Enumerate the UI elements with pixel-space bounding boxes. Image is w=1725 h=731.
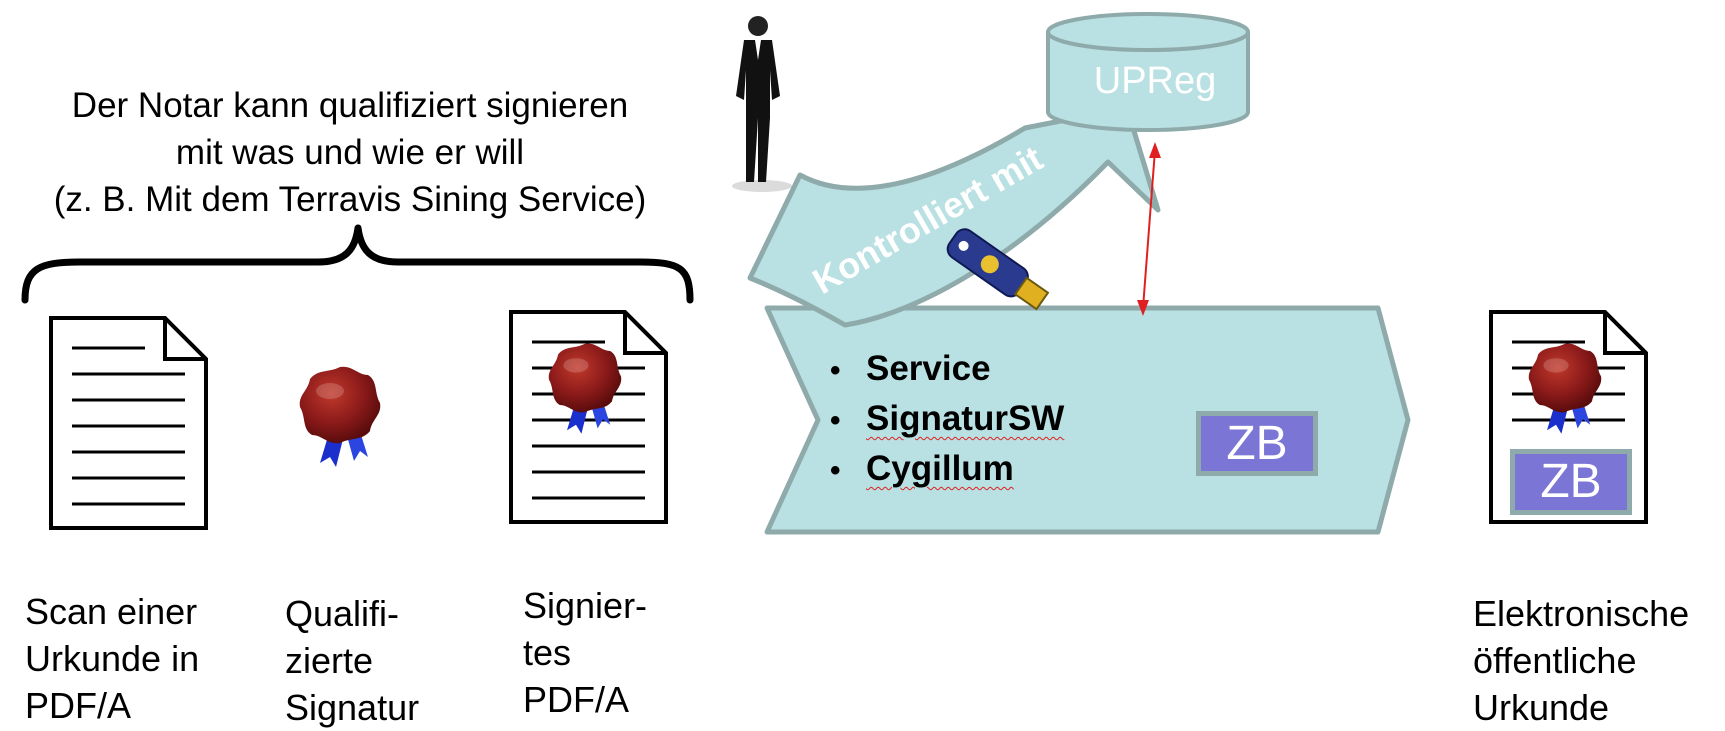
notary-heading: Der Notar kann qualifiziert signieren mi… (0, 82, 700, 223)
bullet-item: • Cygillum (830, 445, 1064, 495)
service-zb-badge: ZB (1196, 411, 1318, 476)
scan-caption-line: Urkunde in (25, 638, 200, 679)
upreg-database-icon (1046, 12, 1250, 132)
signature-caption-line: zierte (285, 640, 374, 681)
service-bullet-list: • Service • SignaturSW • Cygillum (830, 345, 1064, 495)
scan-document-icon (49, 316, 208, 530)
result-caption: Elektronische öffentliche Urkunde (1473, 590, 1689, 731)
signed-document-icon (509, 310, 668, 524)
signature-caption-line: Signatur (285, 687, 420, 728)
qualified-signature-seal-icon (299, 366, 381, 467)
bullet-text: SignaturSW (866, 399, 1065, 438)
link-double-arrow (1137, 142, 1161, 316)
document-zb-badge: ZB (1510, 449, 1632, 515)
notary-person-icon (732, 16, 792, 192)
signed-caption-line: PDF/A (523, 679, 630, 720)
service-chevron-shape (764, 305, 1411, 535)
bullet-text: Cygillum (866, 449, 1014, 488)
result-caption-line: Elektronische (1473, 593, 1690, 634)
bullet-item: • Service (830, 345, 1064, 395)
scan-caption-line: Scan einer (25, 591, 198, 632)
heading-line-1: Der Notar kann qualifiziert signieren (71, 86, 629, 125)
usb-security-key-icon (946, 228, 1050, 311)
signed-caption: Signier- tes PDF/A (523, 582, 647, 723)
bullet-dot: • (830, 404, 841, 437)
bullet-dot: • (830, 354, 841, 387)
result-caption-line: öffentliche (1473, 640, 1637, 681)
signed-caption-line: tes (523, 632, 572, 673)
database-label: UPReg (1093, 60, 1217, 102)
scan-caption-line: PDF/A (25, 685, 132, 726)
signed-caption-line: Signier- (523, 585, 648, 626)
result-caption-line: Urkunde (1473, 687, 1610, 728)
signature-caption: Qualifi- zierte Signatur (285, 590, 419, 731)
signature-caption-line: Qualifi- (285, 593, 400, 634)
heading-line-3: (z. B. Mit dem Terravis Sining Service) (53, 180, 647, 219)
curved-control-arrow (747, 105, 1161, 328)
bullet-item: • SignaturSW (830, 395, 1064, 445)
heading-line-2: mit was und wie er will (175, 133, 525, 172)
bullet-text: Service (866, 349, 991, 388)
scan-caption: Scan einer Urkunde in PDF/A (25, 588, 199, 729)
curly-brace (21, 224, 694, 304)
bullet-dot: • (830, 454, 841, 487)
